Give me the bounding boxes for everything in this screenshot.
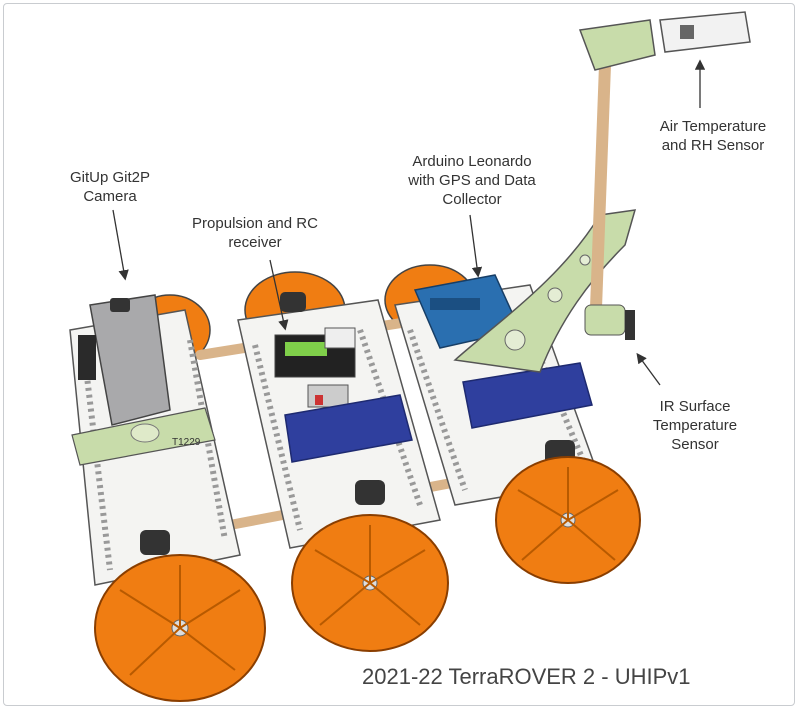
label-line: receiver [228, 234, 282, 251]
camera [78, 294, 171, 426]
sensor-mast [578, 19, 656, 340]
label-camera: GitUp Git2P Camera [40, 168, 180, 206]
label-ir-sensor: IR Surface Temperature Sensor [630, 397, 760, 454]
label-line: GitUp Git2P [69, 169, 151, 186]
label-line: Camera [83, 188, 137, 205]
wheel-spokes [119, 467, 619, 676]
label-line: Collector [442, 191, 502, 208]
label-air-sensor: Air Temperature and RH Sensor [638, 117, 788, 155]
label-line: Sensor [671, 436, 719, 453]
label-line: and RH Sensor [661, 137, 765, 154]
batteries [284, 362, 593, 463]
ir-sensor [625, 310, 635, 340]
part-marking: T1229 [172, 437, 201, 448]
camera-mount: T1229 [71, 407, 216, 466]
image-frame [3, 3, 795, 706]
callout-arrows [112, 59, 706, 386]
label-propulsion: Propulsion and RC receiver [170, 214, 340, 252]
label-line: Air Temperature [659, 118, 767, 135]
label-line: Temperature [652, 417, 738, 434]
sensor-arch-bracket [453, 209, 637, 373]
label-arduino: Arduino Leonardo with GPS and Data Colle… [392, 152, 552, 209]
label-line: with GPS and Data [408, 172, 536, 189]
label-line: Arduino Leonardo [412, 153, 532, 170]
label-line: Propulsion and RC [192, 215, 318, 232]
caption: 2021-22 TerraROVER 2 - UHIPv1 [362, 664, 691, 689]
air-sensor [659, 11, 751, 53]
rc-receiver [274, 327, 356, 408]
label-line: IR Surface [659, 398, 731, 415]
